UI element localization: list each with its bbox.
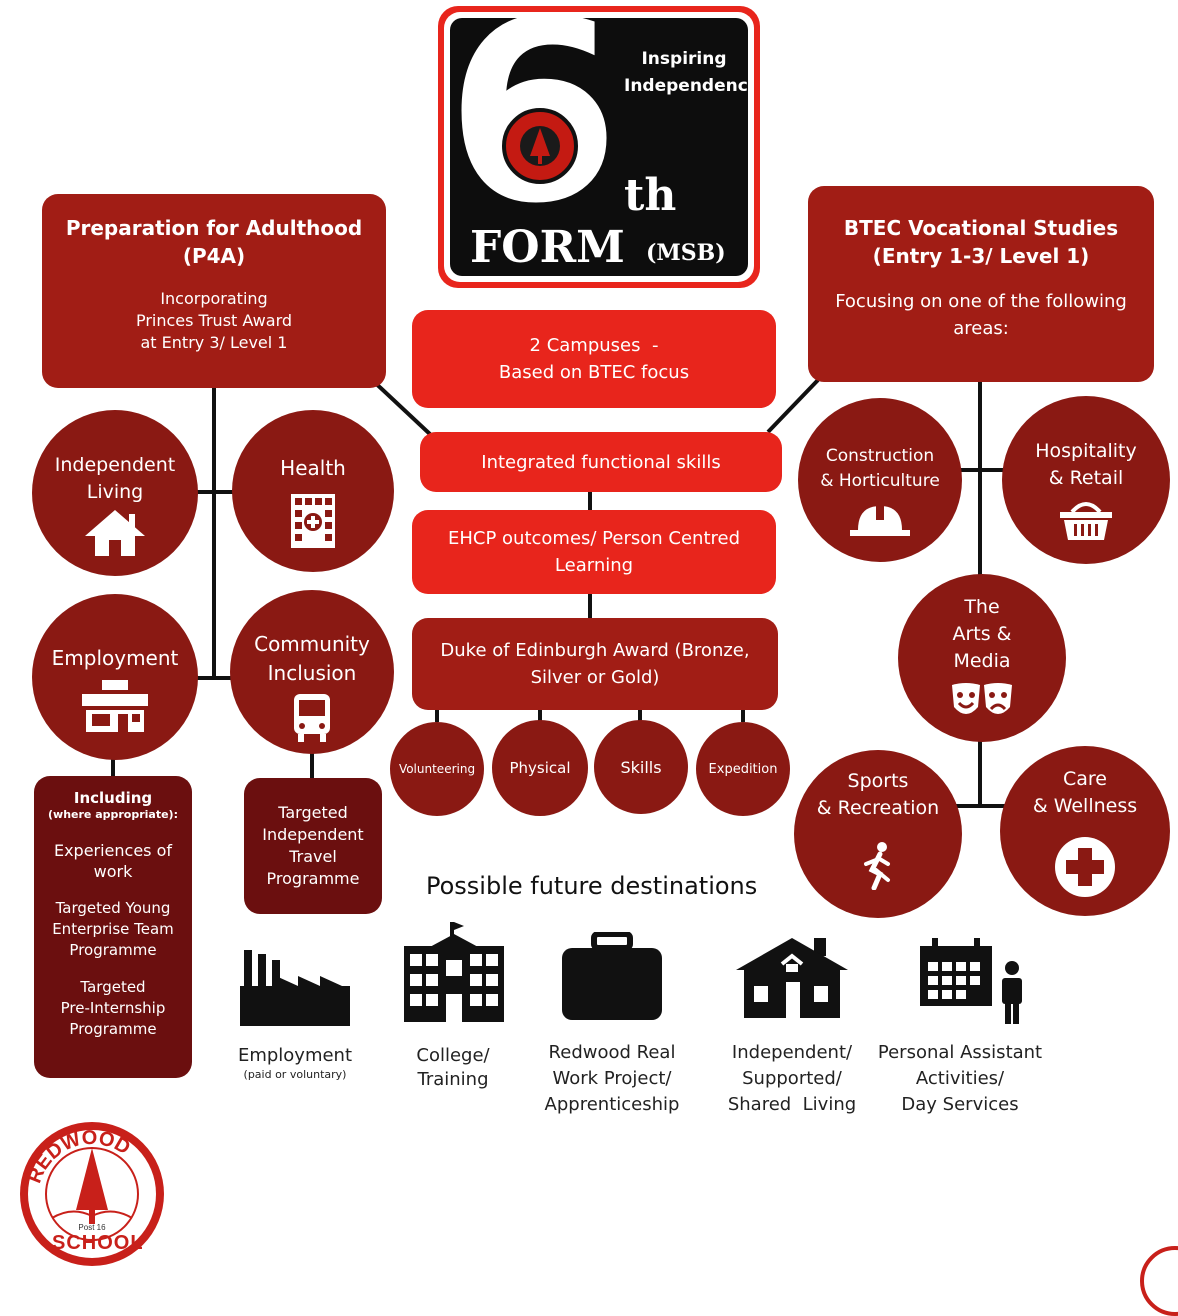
calendar-person-icon [920,938,1022,1024]
p4a-box: Preparation for Adulthood (P4A) Incorpor… [42,194,386,388]
doe-physical: Physical [492,720,588,816]
destination-employment: Employment (paid or voluntary) [237,1045,353,1081]
first-aid-icon [1055,837,1115,897]
p4a-title-line2: (P4A) [182,244,246,268]
badge-bottom-text: SCHOOL [52,1232,144,1254]
runner-icon [864,842,890,890]
health-circle: Health [232,410,394,572]
construction-circle: Construction & Horticulture [798,398,962,562]
hospitality-circle: Hospitality & Retail [1002,396,1170,564]
factory-icon [240,950,350,1026]
tagline: Inspiring Independence [624,49,748,96]
independent-living-circle: Independent Living [32,410,198,576]
bus-icon [294,694,330,742]
hard-hat-icon [850,506,910,536]
destination-college: College/ Training [416,1045,490,1090]
badge-post16: Post 16 [78,1223,106,1232]
destination-work-project: Redwood Real Work Project/ Apprenticeshi… [544,1042,680,1115]
house-icon [736,938,848,1018]
basket-icon [1060,502,1112,540]
btec-title-line2: (Entry 1-3/ Level 1) [872,244,1090,268]
house-icon [85,510,145,556]
campuses-box: 2 Campuses - Based on BTEC focus [412,310,776,408]
ehcp-box: EHCP outcomes/ Person Centred Learning [412,510,776,594]
destinations-heading: Possible future destinations [426,872,758,900]
employment-circle: Employment [32,594,198,760]
care-wellness-circle: Care & Wellness [1000,746,1170,916]
logo-th: th [624,170,677,221]
theatre-masks-icon [952,683,1012,714]
doe-box: Duke of Edinburgh Award (Bronze, Silver … [412,618,778,710]
community-inclusion-circle: Community Inclusion [230,590,394,754]
destination-living: Independent/ Supported/ Shared Living [727,1042,857,1115]
travel-programme-box: Targeted Independent Travel Programme [244,778,382,914]
college-icon [404,922,504,1022]
including-box: Including (where appropriate): Experienc… [34,776,192,1078]
doe-skills: Skills [594,720,688,814]
shop-icon [82,680,148,732]
functional-skills-box: Integrated functional skills [420,432,782,492]
btec-title-line1: BTEC Vocational Studies [843,216,1119,240]
btec-box: BTEC Vocational Studies (Entry 1-3/ Leve… [808,186,1154,382]
doe-expedition: Expedition [696,722,790,816]
logo-school-emblem [502,108,578,184]
redwood-school-badge: REDWOOD Post 16 SCHOOL [16,1118,168,1266]
sports-circle: Sports & Recreation [794,750,962,918]
tree-icon [530,128,550,164]
redwood-emblem-icon: REDWOOD Post 16 [20,1122,164,1266]
logo-msb: (MSB) [646,240,726,266]
hospital-icon [291,494,335,548]
p4a-title-line1: Preparation for Adulthood [65,216,363,240]
arts-media-circle: The Arts & Media [898,574,1066,742]
sixth-form-logo: 6 Inspiring Independence th FORM (MSB) [438,6,760,288]
destination-personal-assistant: Personal Assistant Activities/ Day Servi… [877,1042,1043,1115]
briefcase-icon [562,932,662,1020]
logo-form: FORM [470,222,625,273]
doe-volunteering: Volunteering [390,722,484,816]
